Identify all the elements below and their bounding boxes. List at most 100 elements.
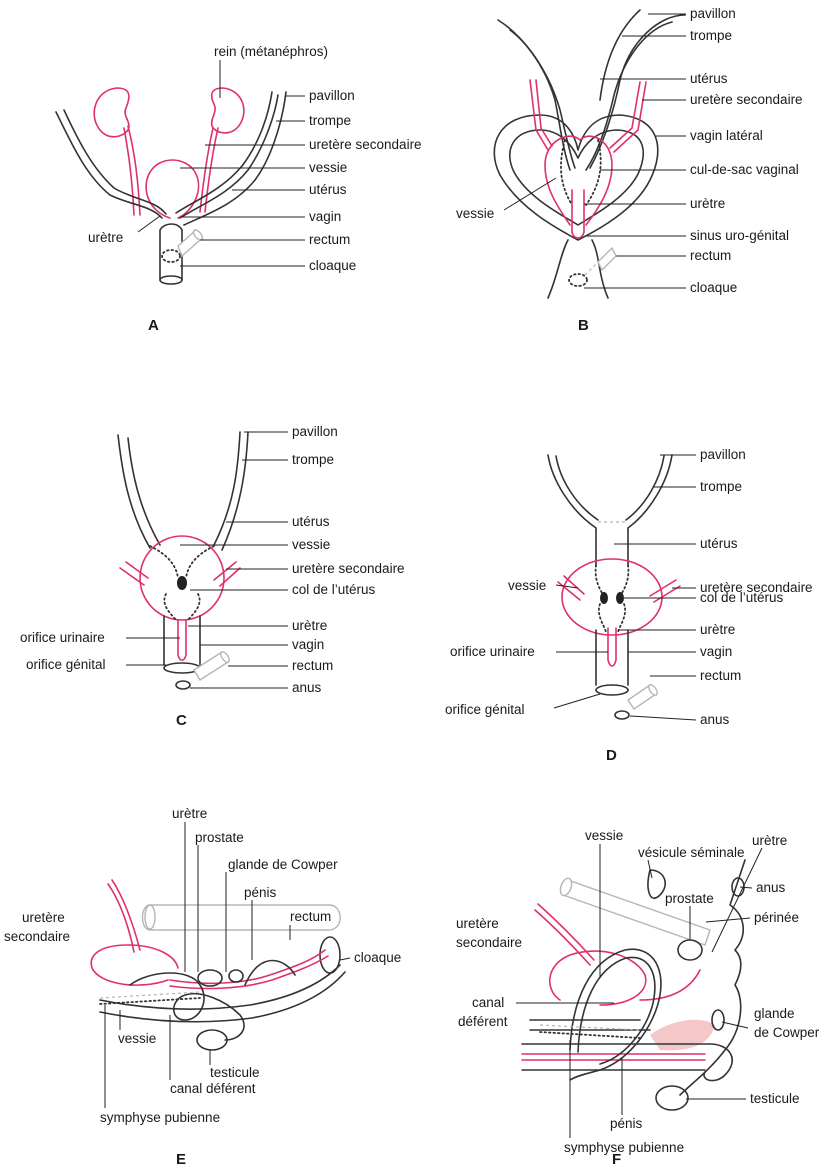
tube-mid-b xyxy=(600,10,640,100)
label-f-canal-2: déférent xyxy=(458,1014,508,1029)
panel-letter-c: C xyxy=(176,712,187,729)
uterus-dotted-c xyxy=(150,546,214,578)
label-a-cloaque: cloaque xyxy=(309,258,356,273)
label-b-uterus: utérus xyxy=(690,71,728,86)
bladder-e xyxy=(91,945,178,985)
label-f-cowper-2: de Cowper xyxy=(754,1025,820,1040)
cloaca-opening-a xyxy=(160,276,182,284)
leader-f-anus xyxy=(740,887,752,888)
prostate-region-f xyxy=(650,1020,715,1051)
label-c-vagin: vagin xyxy=(292,637,324,652)
uterus-dotted-d xyxy=(596,565,629,596)
label-c-orifice-genital: orifice génital xyxy=(26,657,106,672)
label-f-perinee: périnée xyxy=(754,910,799,925)
ureter-right-c xyxy=(214,562,240,586)
label-f-prostate: prostate xyxy=(665,891,714,906)
rectum-f xyxy=(563,880,710,945)
label-c-uretre: urètre xyxy=(292,618,327,633)
label-b-trompe: trompe xyxy=(690,28,732,43)
label-e-penis: pénis xyxy=(244,885,277,900)
panel-c: pavillon trompe utérus vessie uretère se… xyxy=(20,424,405,729)
label-a-uretre: urètre xyxy=(88,230,123,245)
label-e-cloaque: cloaque xyxy=(354,950,401,965)
ureter-left-b2 xyxy=(536,80,552,146)
cowper-f xyxy=(712,1010,724,1030)
label-c-rectum: rectum xyxy=(292,658,333,673)
urethra-d xyxy=(608,628,616,666)
bladder-a xyxy=(146,160,198,218)
symphysis-dots-f xyxy=(540,1032,640,1038)
label-c-vessie: vessie xyxy=(292,537,330,552)
label-c-trompe: trompe xyxy=(292,452,334,467)
panel-letter-b: B xyxy=(578,317,589,334)
label-f-uretre: urètre xyxy=(752,833,787,848)
ureter-left-c xyxy=(120,562,148,585)
label-a-rectum: rectum xyxy=(309,232,350,247)
leader-f-cowper xyxy=(722,1022,748,1028)
vagina-d xyxy=(596,630,628,685)
uterus-left-c2 xyxy=(128,438,160,545)
oviduct-left-a2 xyxy=(64,110,166,214)
urethra-e2 xyxy=(170,956,328,988)
leader-a-uretre xyxy=(138,216,160,232)
ureter-f xyxy=(535,904,594,965)
panel-a: rein (métanéphros) pavillon trompe uretè… xyxy=(56,44,422,334)
vesicle-f xyxy=(648,870,665,898)
label-f-cowper-1: glande xyxy=(754,1006,795,1021)
label-a-uretere: uretère secondaire xyxy=(309,137,422,152)
ureter-right-d xyxy=(650,580,680,602)
urethra-end-b xyxy=(572,232,584,238)
label-a-pavillon: pavillon xyxy=(309,88,355,103)
tube-right-b xyxy=(590,15,685,168)
anus-d xyxy=(615,711,629,719)
label-f-anus: anus xyxy=(756,880,786,895)
vagina-c xyxy=(164,616,200,665)
rectum-b xyxy=(598,248,616,270)
label-a-rein: rein (métanéphros) xyxy=(214,44,328,59)
label-d-vagin: vagin xyxy=(700,644,732,659)
kidney-right-a xyxy=(212,88,244,133)
label-b-rectum: rectum xyxy=(690,248,731,263)
testicle-e xyxy=(197,1030,227,1050)
sinus-b xyxy=(548,240,608,298)
label-f-penis: pénis xyxy=(610,1116,643,1131)
label-f-uretere-1: uretère xyxy=(456,916,499,931)
vaginal-culdesac-b xyxy=(561,140,601,205)
label-e-uretre: urètre xyxy=(172,806,207,821)
leader-f-uretre xyxy=(712,848,762,952)
prostate-f xyxy=(678,940,702,960)
label-e-prostate: prostate xyxy=(195,830,244,845)
label-a-vessie: vessie xyxy=(309,160,347,175)
uterus-left-c xyxy=(118,435,150,548)
label-a-trompe: trompe xyxy=(309,113,351,128)
label-a-uterus: utérus xyxy=(309,182,347,197)
cowper-e xyxy=(229,970,243,982)
tube-left-b2 xyxy=(510,30,575,168)
label-b-uretre: urètre xyxy=(690,196,725,211)
label-b-uretere: uretère secondaire xyxy=(690,92,803,107)
label-d-trompe: trompe xyxy=(700,479,742,494)
label-e-rectum: rectum xyxy=(290,909,331,924)
cervix-right-d xyxy=(616,592,624,604)
label-d-anus: anus xyxy=(700,712,730,727)
label-d-orifice-urinaire: orifice urinaire xyxy=(450,644,535,659)
leader-d-anus xyxy=(630,716,696,720)
cervix-left-d xyxy=(600,592,608,604)
label-b-vagin-lateral: vagin latéral xyxy=(690,128,763,143)
label-e-cowper: glande de Cowper xyxy=(228,857,338,872)
cloaca-dotted-b xyxy=(569,274,587,286)
label-b-vessie: vessie xyxy=(456,206,494,221)
label-c-orifice-urinaire: orifice urinaire xyxy=(20,630,105,645)
panel-letter-f: F xyxy=(612,1151,621,1168)
label-d-orifice-genital: orifice génital xyxy=(445,702,525,717)
label-f-vesicule: vésicule séminale xyxy=(638,845,745,860)
label-e-vessie: vessie xyxy=(118,1031,156,1046)
panel-letter-e: E xyxy=(176,1151,186,1168)
panel-b: pavillon trompe utérus uretère secondair… xyxy=(456,6,803,334)
symphysis-dots-e xyxy=(100,998,200,1004)
leader-b-vessie xyxy=(504,178,556,210)
label-c-col: col de l’utérus xyxy=(292,582,376,597)
tube-left-d xyxy=(548,455,596,528)
tube-right-d2 xyxy=(626,456,664,520)
